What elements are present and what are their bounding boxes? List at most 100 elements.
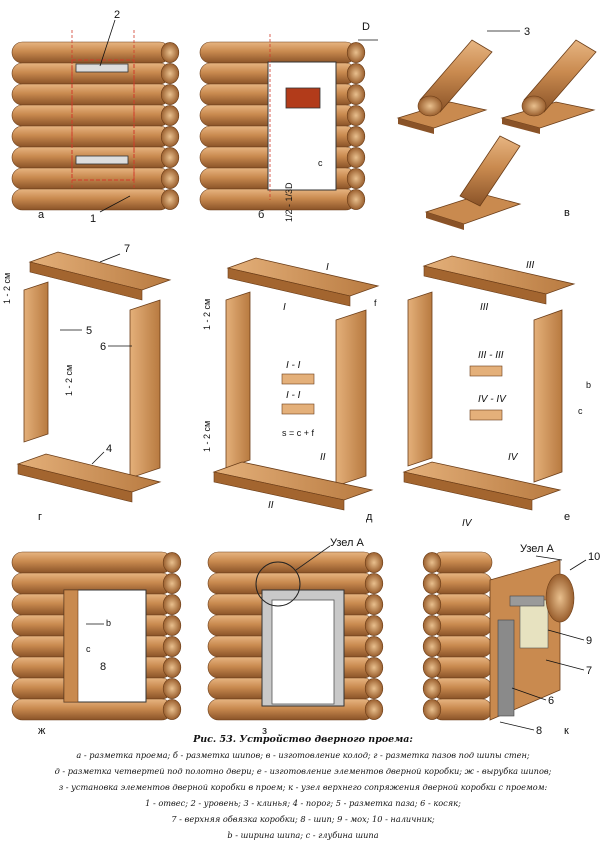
log-end — [346, 84, 366, 105]
panel-letter-g: г — [38, 511, 42, 523]
log-end — [160, 189, 180, 210]
caption-line: 1 - отвес; 2 - уровень; 3 - клинья; 4 - … — [145, 798, 461, 808]
log-end — [364, 552, 384, 573]
log-end — [422, 636, 442, 657]
panel-letter-b: б — [258, 209, 264, 221]
log-end — [346, 168, 366, 189]
log-end — [422, 552, 442, 573]
figure-caption: Рис. 53. Устройство дверного проема: а -… — [6, 734, 600, 843]
label-7-k: 7 — [586, 665, 592, 677]
caption-line: д - разметка четвертей под полотно двери… — [54, 766, 552, 776]
log-end — [364, 657, 384, 678]
log-end — [346, 126, 366, 147]
log — [11, 188, 171, 211]
log-end — [162, 615, 182, 636]
section-IV-IV: IV - IV — [478, 394, 507, 405]
dim-c-e: c — [578, 406, 583, 416]
log-end — [160, 168, 180, 189]
section-III-mid: III — [480, 302, 489, 313]
label-8-zh: 8 — [100, 661, 106, 673]
log-end — [160, 42, 180, 63]
panel-letter-k: к — [564, 725, 569, 737]
dim-c-b: c — [318, 158, 323, 168]
log-end — [422, 657, 442, 678]
panel-v: 3 в — [396, 26, 597, 230]
panel-letter-z: з — [262, 725, 267, 737]
panel-g: 7 5 6 4 1 - 2 см 1 - 2 см г — [2, 243, 172, 523]
panel-letter-d: д — [366, 511, 373, 523]
log-end — [364, 699, 384, 720]
label-1: 1 — [90, 213, 96, 225]
panel-letter-e: е — [564, 511, 570, 523]
log-end — [364, 615, 384, 636]
log-end — [160, 84, 180, 105]
log-end — [364, 594, 384, 615]
log-end — [422, 699, 442, 720]
log-end — [364, 573, 384, 594]
dim-b-e: b — [586, 380, 591, 390]
log — [11, 551, 173, 574]
label-9: 9 — [586, 635, 592, 647]
label-5: 5 — [86, 325, 92, 337]
section-III-top: III — [526, 260, 535, 271]
dim-half-third: 1/2 - 1/3D — [284, 182, 294, 222]
section-I-mid: I — [283, 302, 286, 313]
log-end — [346, 63, 366, 84]
log — [11, 125, 171, 148]
log-end — [422, 678, 442, 699]
log-end — [422, 615, 442, 636]
log-end — [364, 678, 384, 699]
label-4: 4 — [106, 443, 112, 455]
log — [11, 83, 171, 106]
dim-f: f — [374, 298, 377, 308]
section-III-III: III - III — [478, 350, 504, 361]
caption-line: b - ширина шипа; c - глубина шипа — [227, 830, 379, 840]
panel-letter-v: в — [564, 207, 570, 219]
log-end — [346, 189, 366, 210]
log — [199, 188, 357, 211]
log — [11, 167, 171, 190]
log-end — [162, 573, 182, 594]
caption-line: з - установка элементов дверной коробки … — [58, 782, 548, 792]
gap-mid-g: 1 - 2 см — [64, 365, 74, 396]
section-I-top: I — [326, 262, 329, 273]
log-end — [162, 678, 182, 699]
label-2: 2 — [114, 9, 120, 21]
gap-bottom-d: 1 - 2 см — [202, 421, 212, 452]
panel-e: III III III - III IV - IV IV IV b c е — [402, 255, 591, 529]
dim-b-zh: b — [106, 618, 111, 628]
panel-letter-zh: ж — [38, 725, 46, 737]
gap-top-d: 1 - 2 см — [202, 299, 212, 330]
log-end — [162, 594, 182, 615]
label-10: 10 — [588, 551, 600, 563]
log-end — [364, 636, 384, 657]
section-II-bottom: II — [268, 500, 274, 511]
log — [199, 41, 357, 64]
label-8-k: 8 — [536, 725, 542, 737]
log-end — [162, 699, 182, 720]
section-I-I-bottom: I - I — [286, 390, 301, 401]
label-3: 3 — [524, 26, 530, 38]
log — [11, 104, 171, 127]
caption-line: 7 - верхняя обвязка коробки; 8 - шип; 9 … — [171, 814, 435, 824]
log-end — [160, 147, 180, 168]
log-end — [160, 126, 180, 147]
log-end — [346, 42, 366, 63]
panel-b: D 1/2 - 1/3D c б — [199, 21, 378, 222]
panel-letter-a: а — [38, 209, 45, 221]
node-A-k: Узел А — [520, 543, 555, 555]
log-end — [162, 636, 182, 657]
label-6-k: 6 — [548, 695, 554, 707]
log-end — [346, 147, 366, 168]
panel-d: I I I - I I - I II II f s = c + f 1 - 2 … — [202, 257, 380, 523]
panel-k: Узел А 10 9 7 6 8 к — [422, 543, 600, 737]
dim-D: D — [362, 21, 370, 33]
label-7-g: 7 — [124, 243, 130, 255]
panel-zh: b c 8 ж — [11, 551, 182, 737]
log-end — [422, 594, 442, 615]
section-II-right: II — [320, 452, 326, 463]
log-end — [162, 657, 182, 678]
gap-top-g: 1 - 2 см — [2, 273, 12, 304]
caption-title: Рис. 53. Устройство дверного проема: — [193, 734, 413, 745]
